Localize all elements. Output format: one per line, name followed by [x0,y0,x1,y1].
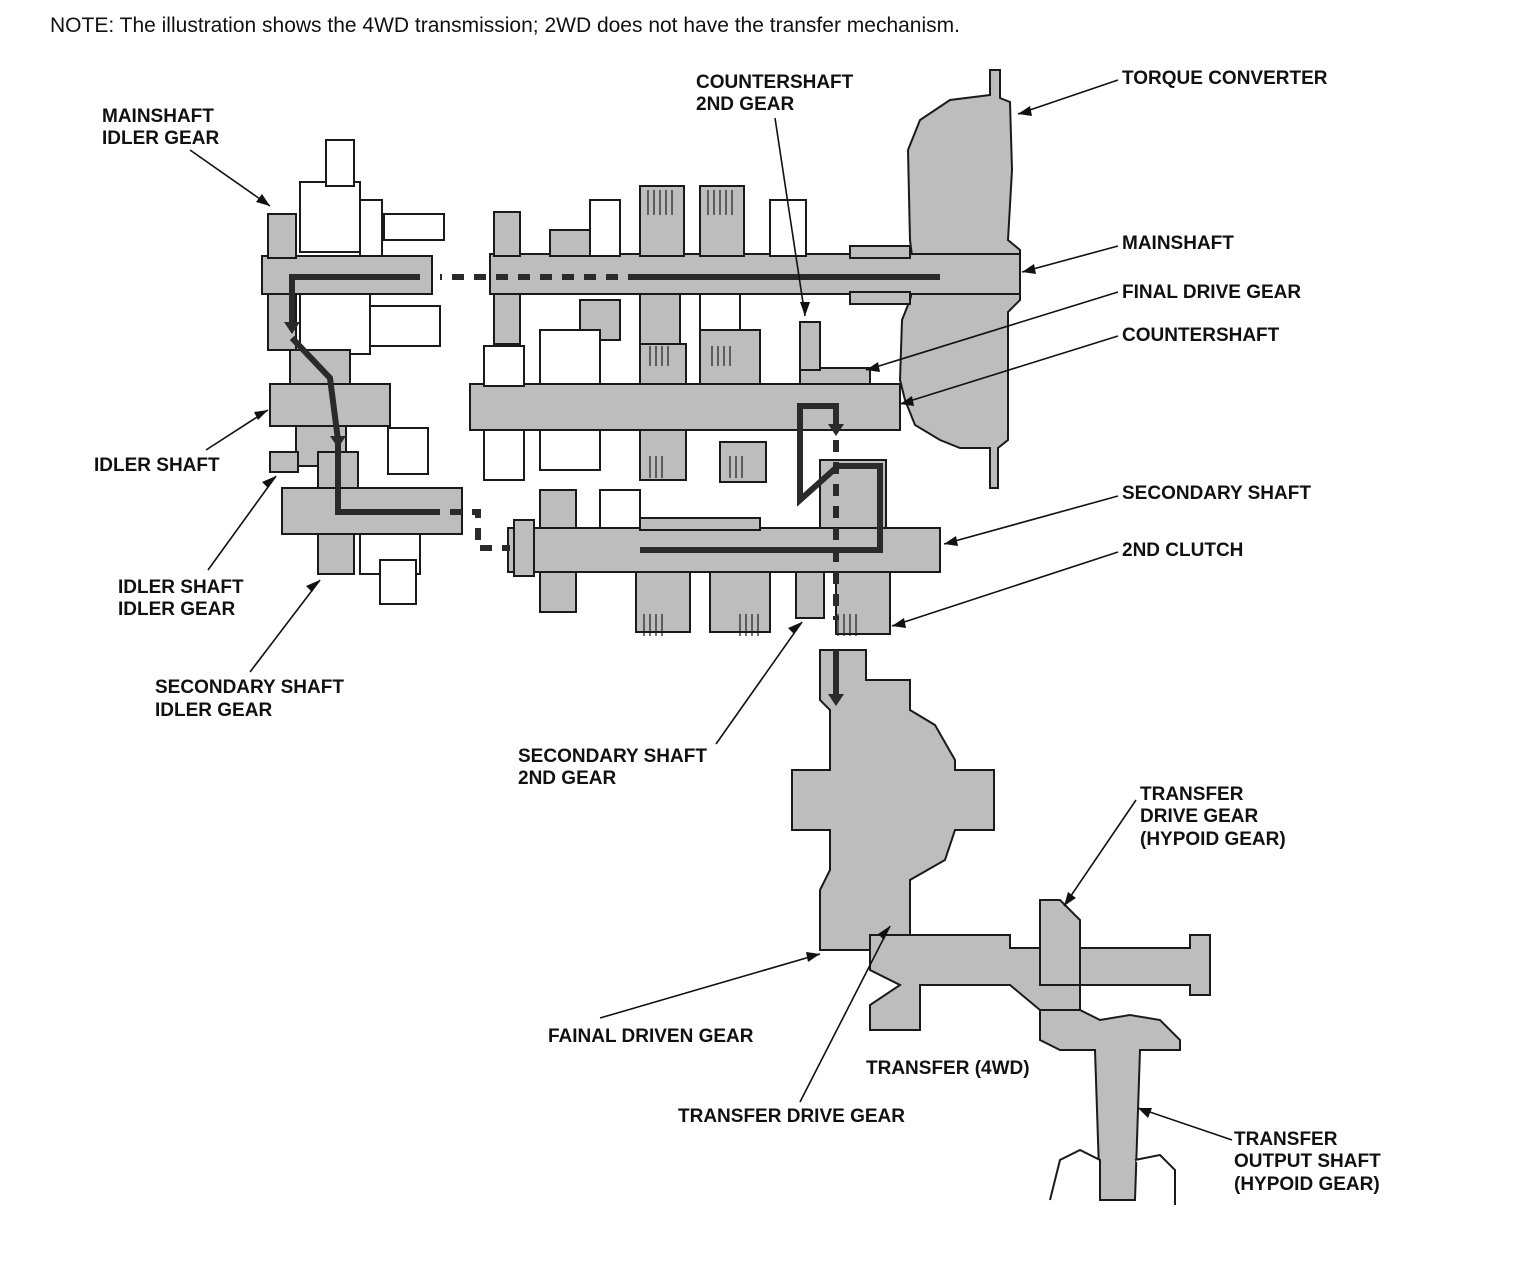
label-transfer-drive-gear-hypoid: TRANSFER DRIVE GEAR (HYPOID GEAR) [1140,784,1286,850]
label-countershaft: COUNTERSHAFT [1122,325,1280,346]
label-secondary-shaft: SECONDARY SHAFT [1122,483,1311,504]
note-text: NOTE: The illustration shows the 4WD tra… [50,14,960,37]
label-transfer-4wd: TRANSFER (4WD) [866,1058,1030,1079]
leader-lines [189,79,1233,1141]
label-2nd-clutch: 2ND CLUTCH [1122,540,1243,561]
label-mainshaft-idler-gear: MAINSHAFT IDLER GEAR [102,106,219,149]
transfer-assembly [869,899,1211,1205]
final-driven-gear-assembly [791,649,995,951]
label-countershaft-2nd-gear: COUNTERSHAFT 2ND GEAR [696,72,859,115]
label-mainshaft: MAINSHAFT [1122,233,1234,254]
label-secondary-shaft-idler-gear: SECONDARY SHAFT IDLER GEAR [155,677,349,721]
label-transfer-output-shaft: TRANSFER OUTPUT SHAFT (HYPOID GEAR) [1234,1129,1386,1195]
label-secondary-shaft-2nd-gear: SECONDARY SHAFT 2ND GEAR [518,746,712,789]
label-idler-shaft: IDLER SHAFT [94,455,220,476]
label-final-driven-gear: FAINAL DRIVEN GEAR [548,1026,754,1047]
power-flow-path [284,274,940,706]
label-idler-shaft-idler-gear: IDLER SHAFT IDLER GEAR [118,577,249,620]
idler-gear-section [267,139,463,605]
label-torque-converter: TORQUE CONVERTER [1122,68,1328,89]
label-transfer-drive-gear: TRANSFER DRIVE GEAR [678,1106,905,1127]
leader-arrowheads [254,106,1152,1118]
countershaft-assembly [469,321,901,483]
label-final-drive-gear: FINAL DRIVE GEAR [1122,282,1301,303]
secondary-shaft-assembly [507,459,941,636]
